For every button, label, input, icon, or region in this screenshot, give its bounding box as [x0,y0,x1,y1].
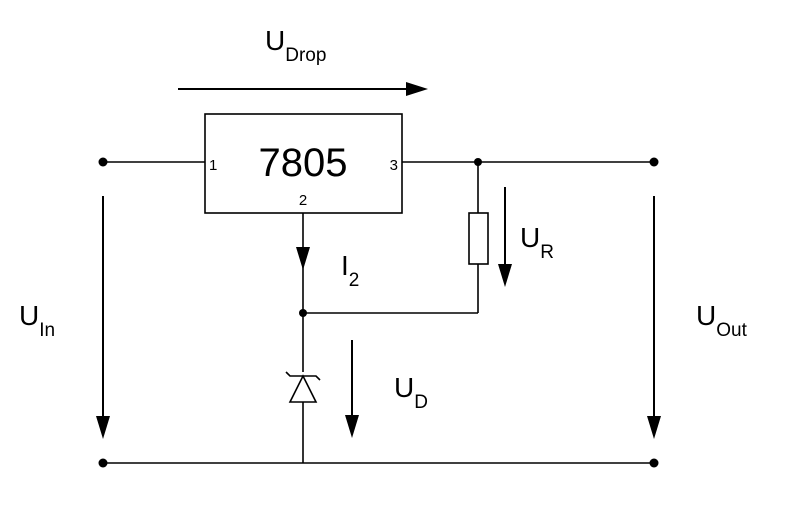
i2-label: I2 [341,250,359,291]
ic-pin1-label: 1 [209,157,217,174]
input-terminal-bottom [98,458,108,468]
u-drop-label: UDrop [265,25,326,66]
u-d-label: UD [394,372,428,413]
nodes [98,157,659,468]
ic-pin2-label: 2 [299,192,307,209]
u-out-label: UOut [696,300,748,341]
ic-part-number: 7805 [259,141,348,185]
u-d-arrow [345,340,359,438]
u-drop-arrow [178,82,428,96]
zener-diode [285,371,321,403]
ic-pin3-label: 3 [390,157,398,174]
diode-cathode-bar [285,371,321,381]
wires [103,161,654,464]
resistor [468,212,489,265]
pin2-junction-node [299,309,307,317]
output-terminal-top [649,157,659,167]
diode-triangle [288,374,318,403]
output-terminal-bottom [649,458,659,468]
input-terminal-top [98,157,108,167]
i2-current-arrow [296,247,310,270]
u-in-arrow [96,196,110,439]
arrows [96,82,661,439]
ic-body [204,113,403,214]
u-in-label: UIn [19,300,55,341]
u-r-arrow [498,187,512,287]
regulator-ic: 7805 1 2 3 [204,113,403,214]
u-out-arrow [647,196,661,439]
labels: UDrop UIn UOut UR UD I2 [19,25,748,413]
u-r-label: UR [520,222,554,263]
output-junction-node [474,158,482,166]
